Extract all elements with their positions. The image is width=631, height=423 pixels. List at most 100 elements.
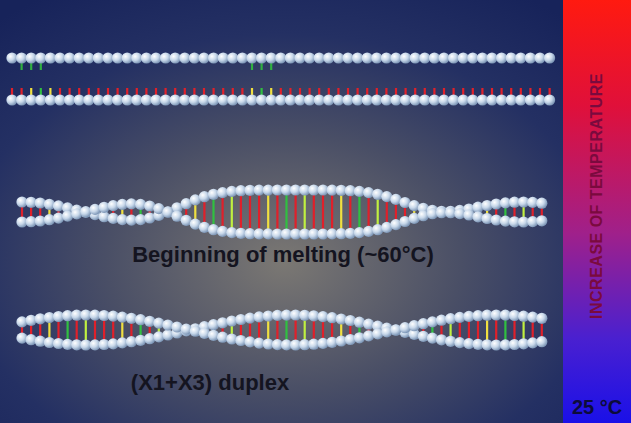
nucleotide-sphere <box>381 94 392 105</box>
nucleotide-sphere <box>285 52 296 63</box>
nucleotide-sphere <box>160 52 171 63</box>
nucleotide-sphere <box>150 52 161 63</box>
nucleotide-sphere <box>429 52 440 63</box>
nucleotide-sphere <box>198 94 209 105</box>
nucleotide-sphere <box>83 52 94 63</box>
nucleotide-sphere <box>342 94 353 105</box>
base-stick <box>313 320 315 340</box>
base-stick <box>30 324 32 335</box>
nucleotide-sphere <box>544 94 555 105</box>
nucleotide-sphere <box>525 94 536 105</box>
base-stick <box>30 206 32 217</box>
nucleotide-sphere <box>371 94 382 105</box>
nucleotide-sphere <box>352 52 363 63</box>
nucleotide-sphere <box>35 52 46 63</box>
base-stick <box>258 194 260 230</box>
nucleotide-sphere <box>304 52 315 63</box>
nucleotide-sphere <box>246 94 257 105</box>
nucleotide-sphere <box>410 94 421 105</box>
nucleotide-sphere <box>467 94 478 105</box>
nucleotide-sphere <box>333 52 344 63</box>
nucleotide-sphere <box>208 94 219 105</box>
nucleotide-sphere <box>246 52 257 63</box>
duplex-caption: (X1+X3) duplex <box>131 370 289 396</box>
base-stick <box>349 195 351 230</box>
nucleotide-sphere <box>74 52 85 63</box>
nucleotide-sphere <box>419 94 430 105</box>
nucleotide-sphere <box>208 52 219 63</box>
nucleotide-sphere <box>448 94 459 105</box>
nucleotide-sphere <box>179 52 190 63</box>
nucleotide-sphere <box>112 52 123 63</box>
nucleotide-sphere <box>400 94 411 105</box>
nucleotide-sphere <box>381 52 392 63</box>
nucleotide-sphere <box>45 52 56 63</box>
nucleotide-sphere <box>314 52 325 63</box>
temperature-axis-label: INCREASE OF TEMPERATURE <box>588 73 606 319</box>
nucleotide-sphere <box>131 52 142 63</box>
nucleotide-sphere <box>399 322 410 333</box>
nucleotide-sphere <box>102 94 113 105</box>
nucleotide-sphere <box>16 94 27 105</box>
base-stick <box>249 194 251 229</box>
nucleotide-sphere <box>170 52 181 63</box>
base-stick <box>331 322 333 339</box>
base-stick <box>285 194 287 230</box>
nucleotide-sphere <box>189 94 200 105</box>
nucleotide-sphere <box>323 94 334 105</box>
base-stick <box>486 319 488 341</box>
nucleotide-sphere <box>141 94 152 105</box>
base-stick <box>222 197 224 228</box>
base-stick <box>121 321 123 339</box>
nucleotide-sphere <box>294 94 305 105</box>
base-stick <box>130 322 132 337</box>
base-stick <box>276 319 278 340</box>
nucleotide-sphere <box>496 52 507 63</box>
base-stick <box>267 194 269 230</box>
nucleotide-sphere <box>429 94 440 105</box>
nucleotide-sphere <box>354 317 365 328</box>
base-stick <box>495 319 497 341</box>
base-stick <box>304 319 306 340</box>
base-stick <box>340 194 342 229</box>
base-stick <box>322 321 324 340</box>
nucleotide-sphere <box>189 52 200 63</box>
nucleotide-sphere <box>323 52 334 63</box>
nucleotide-sphere <box>467 52 478 63</box>
nucleotide-sphere <box>525 52 536 63</box>
nucleotide-sphere <box>35 94 46 105</box>
base-stick <box>541 322 543 337</box>
base-stick <box>504 319 506 341</box>
base-stick <box>522 320 524 340</box>
base-stick <box>349 325 351 336</box>
base-stick <box>112 320 114 340</box>
base-stick <box>368 197 370 228</box>
nucleotide-sphere <box>256 94 267 105</box>
nucleotide-sphere <box>170 94 181 105</box>
nucleotide-sphere <box>275 52 286 63</box>
melting-caption: Beginning of melting (~60°C) <box>132 242 434 268</box>
nucleotide-sphere <box>74 94 85 105</box>
nucleotide-sphere <box>486 52 497 63</box>
nucleotide-sphere <box>141 52 152 63</box>
nucleotide-sphere <box>458 94 469 105</box>
base-stick <box>404 207 406 218</box>
base-stick <box>522 206 524 218</box>
base-stick <box>295 319 297 341</box>
nucleotide-sphere <box>93 52 104 63</box>
nucleotide-sphere <box>54 52 65 63</box>
nucleotide-sphere <box>506 52 517 63</box>
base-stick <box>440 324 442 336</box>
base-stick <box>395 203 397 220</box>
base-stick <box>57 321 59 340</box>
nucleotide-sphere <box>544 52 555 63</box>
nucleotide-sphere <box>448 52 459 63</box>
nucleotide-sphere <box>237 52 248 63</box>
base-stick <box>194 204 196 220</box>
base-stick <box>532 206 534 217</box>
nucleotide-sphere <box>218 94 229 105</box>
nucleotide-sphere <box>438 94 449 105</box>
base-stick <box>386 201 388 224</box>
nucleotide-sphere <box>354 332 365 343</box>
